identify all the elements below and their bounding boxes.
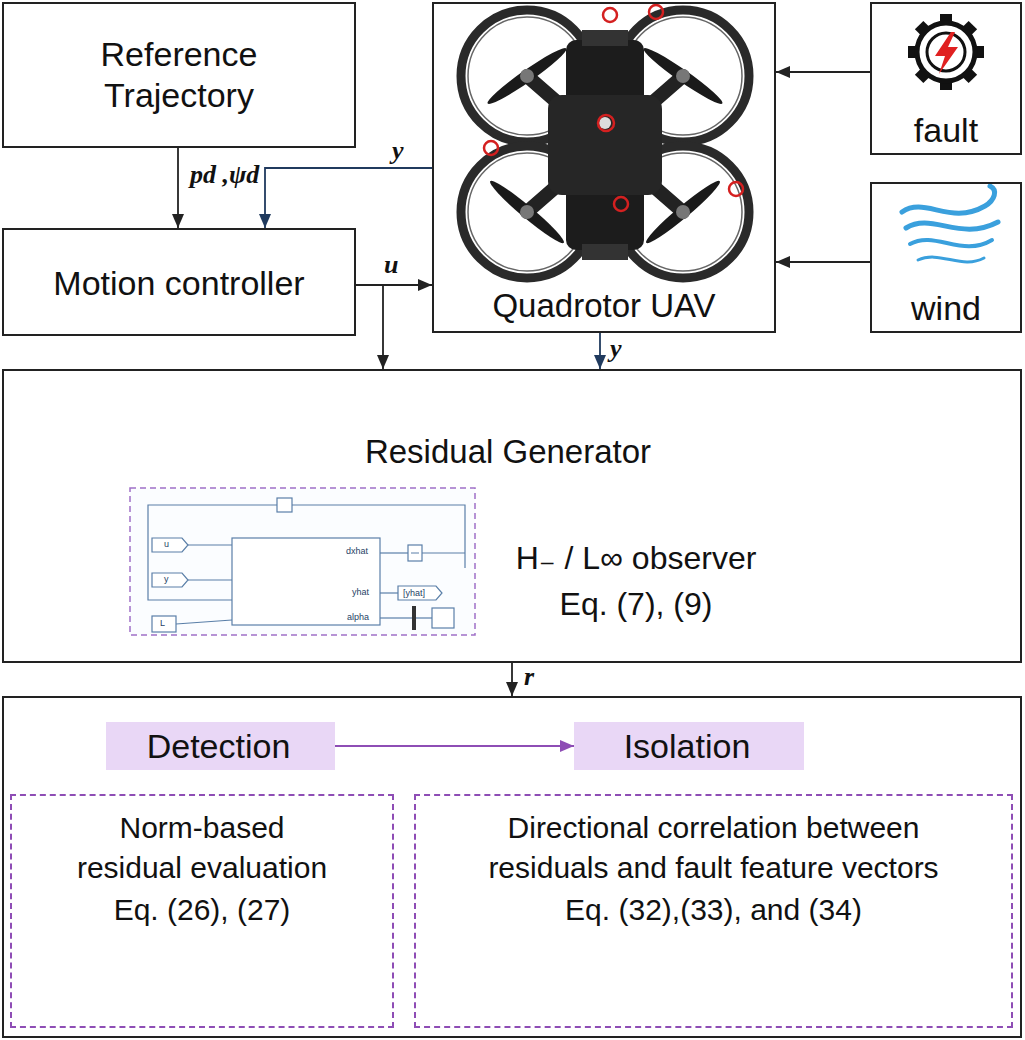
node-title: fault [876,110,1016,151]
node-text: Eq. (26), (27) [22,890,382,930]
signal-connector [335,740,574,752]
method-box: Directional correlation between residual… [414,794,1013,1028]
node-title: Detection [106,726,331,767]
arrow-head [560,740,574,752]
signal-connector [776,256,870,268]
fault-gear-icon [908,14,984,90]
arrow-head [377,355,389,369]
node-title: Quadrotor UAV [444,286,764,326]
signal-connector [776,66,870,78]
process-box: Reference Trajectory [2,2,356,148]
signal-connector [172,148,184,228]
signal-label: pd ,ψd [190,160,259,190]
node-title: Norm-based residual evaluation [70,808,335,888]
connector-line [599,333,601,369]
connector-line [511,663,513,696]
signal-connector [594,333,606,369]
arrow-head [172,214,184,228]
node-title: Isolation [574,726,800,767]
port-label: y [164,574,169,584]
port-label: yhat [352,587,369,597]
arrow-head [594,355,606,369]
node-text: Eq. (7), (9) [476,585,796,623]
signal-connector [356,285,389,369]
node-title: wind [876,288,1016,329]
signal-connector [356,279,432,291]
method-box: Norm-based residual evaluationEq. (26), … [10,794,394,1028]
quadrotor-illustration [461,5,749,278]
connector-line [356,285,383,369]
connector-line [177,148,179,228]
signal-connector [259,168,432,228]
node-title: Directional correlation between residual… [454,808,974,888]
arrow-head [418,279,432,291]
connector-line [356,284,432,286]
controller-box: Motion controller [2,228,356,336]
arrow-head [776,66,790,78]
node-title: Residual Generator [298,432,718,472]
evaluation-box: Detection IsolationNorm-based residual ev… [2,696,1022,1038]
stage-band: Isolation [574,722,804,770]
plant-box: Quadrotor UAV [432,2,776,333]
signal-label: u [384,250,398,280]
port-label: [yhat] [403,588,425,598]
stage-band: Detection [106,722,335,770]
port-label: alpha [347,612,369,622]
signal-label: y [610,334,622,364]
port-label: L [160,618,165,628]
wind-icon [902,186,998,262]
signal-connector [506,663,518,696]
signal-label: y [392,136,404,166]
fault-box: fault [870,2,1022,155]
port-label: dxhat [346,546,368,556]
arrow-head [259,214,271,228]
port-label: u [164,539,169,549]
node-text: H₋ / L∞ observer [476,539,796,577]
residual-generator-box: Residual Generator H₋ / L∞ observerEq. (7… [2,369,1022,663]
connector-line [335,745,574,747]
connector-line [776,261,870,263]
node-title: Reference Trajectory [54,34,304,116]
disturbance-box: wind [870,182,1022,333]
node-text: Eq. (32),(33), and (34) [434,890,994,930]
connector-line [776,71,870,73]
signal-label: r [524,662,534,692]
observer-block-screenshot [130,488,475,635]
connector-line [265,168,432,228]
node-title: Motion controller [9,263,349,304]
arrow-head [506,682,518,696]
arrow-head [776,256,790,268]
